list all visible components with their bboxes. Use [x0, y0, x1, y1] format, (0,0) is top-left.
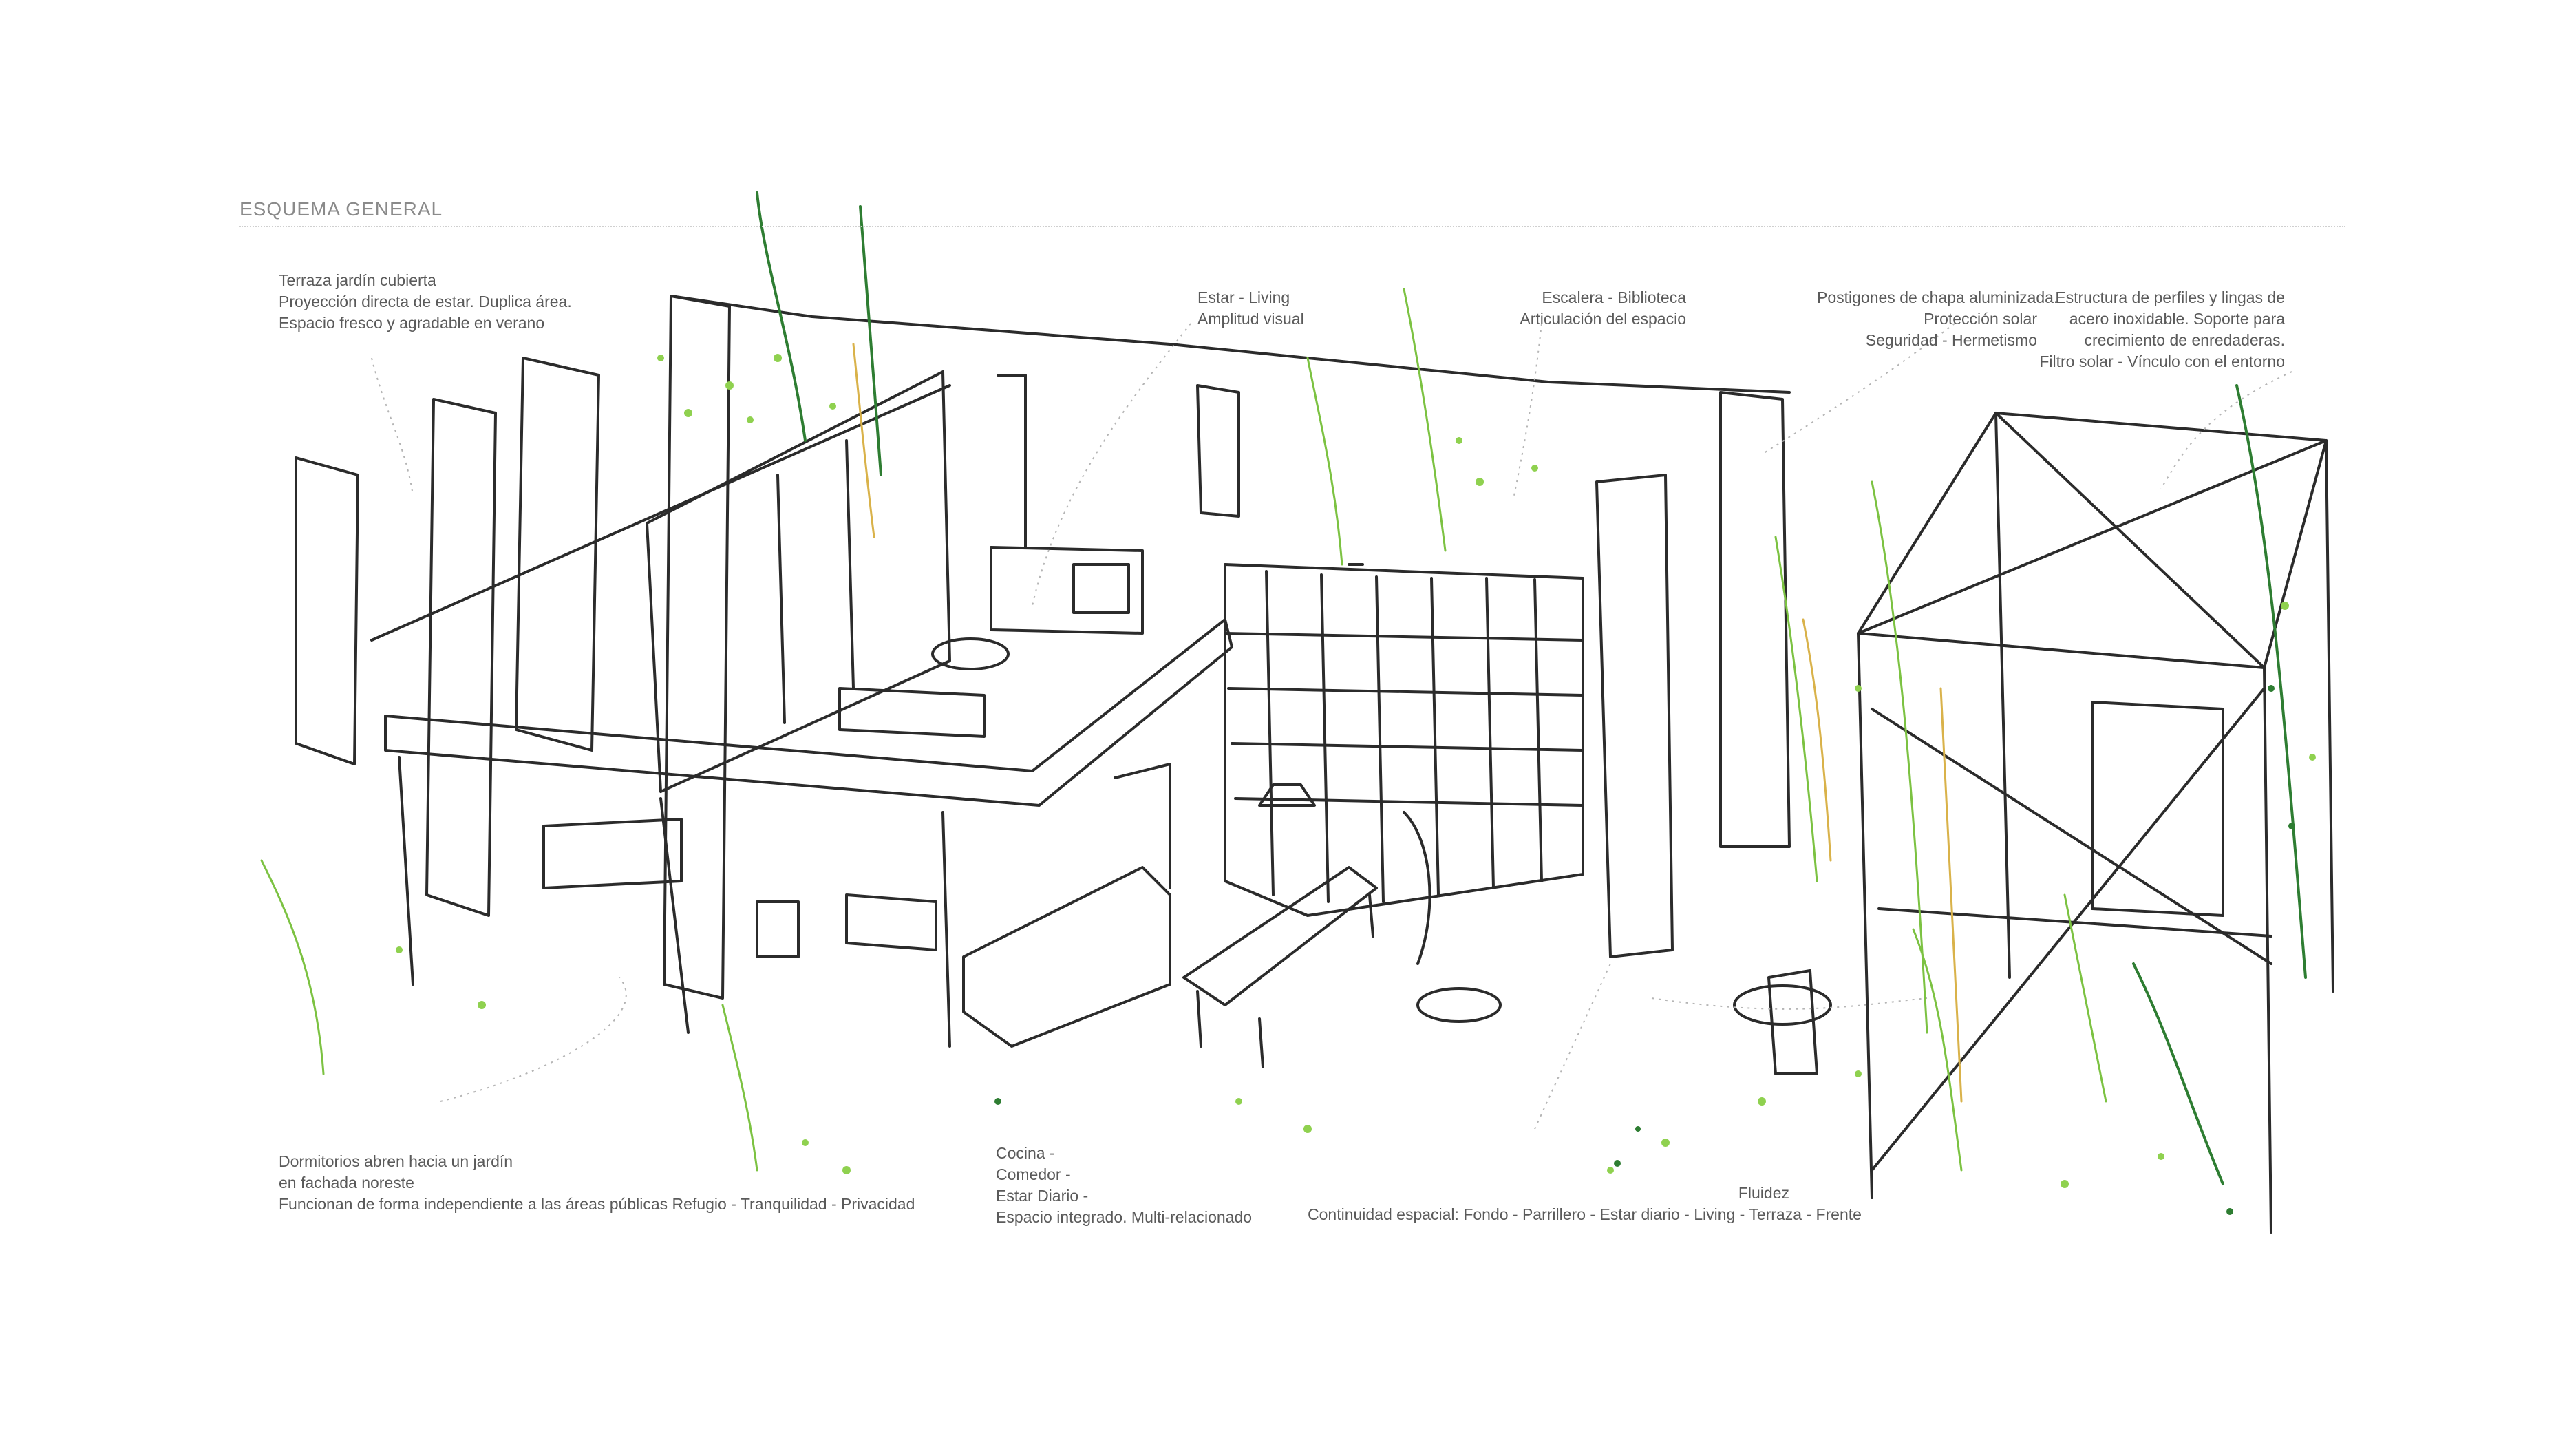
leader-lines [371, 323, 2292, 1130]
note-line: Terraza jardín cubierta [279, 271, 436, 289]
note-line: Protección solar [1924, 310, 2037, 328]
note-line: Continuidad espacial: Fondo - Parrillero… [1308, 1205, 1862, 1223]
vegetation [260, 191, 2316, 1215]
note-line: Postigones de chapa aluminizada. [1817, 288, 2058, 306]
note-postigones: Postigones de chapa aluminizada. Protecc… [1817, 287, 2058, 351]
note-fluidez: Fluidez Continuidad espacial: Fondo - Pa… [1308, 1183, 1862, 1225]
note-line: Estar - Living [1197, 288, 1290, 306]
note-line: Estructura de perfiles y lingas de [2055, 288, 2285, 306]
note-cocina: Cocina - Comedor - Estar Diario - Espaci… [996, 1143, 1252, 1228]
note-line: Proyección directa de estar. Duplica áre… [279, 293, 572, 310]
note-line: Espacio fresco y agradable en verano [279, 314, 545, 332]
note-line: en fachada noreste [279, 1174, 414, 1192]
section-title: ESQUEMA GENERAL [239, 198, 443, 220]
note-line: Articulación del espacio [1520, 310, 1686, 328]
note-line: Espacio integrado. Multi-relacionado [996, 1208, 1253, 1226]
note-line: Funcionan de forma independiente a las á… [279, 1195, 915, 1213]
note-line: Amplitud visual [1197, 310, 1304, 328]
house-structure [295, 295, 2334, 1234]
note-escalera: Escalera - Biblioteca Articulación del e… [1514, 287, 1686, 330]
note-line: Estar Diario - [996, 1187, 1089, 1205]
note-estructura: Estructura de perfiles y lingas de acero… [2010, 287, 2285, 372]
note-line: Cocina - [996, 1144, 1055, 1162]
note-line: Fluidez [1738, 1184, 1789, 1202]
note-line: Escalera - Biblioteca [1542, 288, 1686, 306]
note-line: Filtro solar - Vínculo con el entorno [2039, 352, 2285, 370]
note-line: Comedor - [996, 1165, 1071, 1183]
note-dormitorios: Dormitorios abren hacia un jardín en fac… [279, 1151, 915, 1215]
note-estar: Estar - Living Amplitud visual [1197, 287, 1304, 330]
note-line: Dormitorios abren hacia un jardín [279, 1152, 513, 1170]
note-terraza: Terraza jardín cubierta Proyección direc… [279, 270, 572, 334]
note-line: crecimiento de enredaderas. [2084, 331, 2286, 349]
title-rule [239, 226, 2345, 227]
note-line: acero inoxidable. Soporte para [2069, 310, 2285, 328]
note-line: Seguridad - Hermetismo [1865, 331, 2037, 349]
